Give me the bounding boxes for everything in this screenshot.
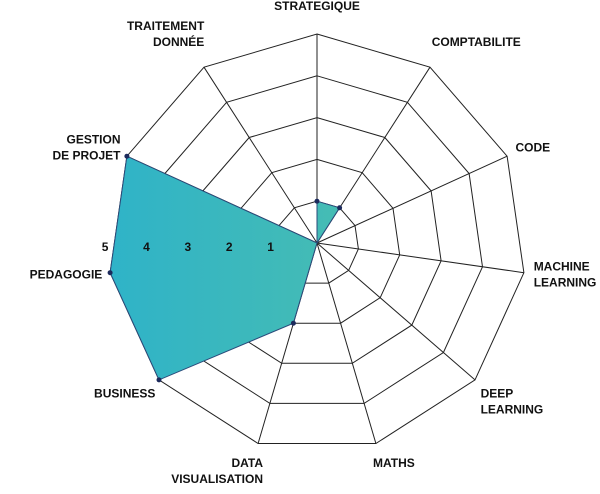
axis-label-1: COMPTABILITE [432,35,521,49]
data-series [107,153,343,383]
axis-label-line: LEARNING [534,275,597,289]
axis-label-7: BUSINESS [94,387,155,401]
axis-label-line: PEDAGOGIE [30,267,103,281]
data-point [290,320,296,326]
radial-tick-labels: 1 2 3 4 5 [102,240,275,254]
spoke-10 [203,66,318,244]
tick-label: 3 [185,240,192,254]
axis-label-9: GESTION DE PROJET [52,133,121,163]
axis-label-line: TRAITEMENT [127,19,205,33]
spoke-2 [316,155,508,244]
axis-label-line: DATA [231,456,263,470]
axis-label-3: MACHINE LEARNING [534,259,597,289]
axis-label-line: MATHS [373,456,415,470]
axis-label-2: CODE [516,141,551,155]
axis-label-line: DEEP [481,387,514,401]
axis-label-8: PEDAGOGIE [30,267,103,281]
axis-label-5: MATHS [373,456,415,470]
axis-label-line: COMPTABILITE [432,35,521,49]
axis-label-line: STRATEGIQUE [274,0,360,13]
axis-label-line: CODE [516,141,551,155]
radar-grid [109,33,525,444]
grid-ring-1 [275,200,359,284]
data-point [314,198,320,204]
axis-label-6: DATA VISUALISATION [171,456,263,486]
axis-label-line: GESTION [66,133,120,147]
axis-labels: VISIONSTRATEGIQUE COMPTABILITE CODE MACHINE… [30,0,597,486]
spoke-5 [316,242,377,444]
spoke-4 [316,242,476,381]
grid-ring-2 [233,158,401,324]
axis-label-4: DEEP LEARNING [481,387,544,417]
axis-label-line: DE PROJET [52,149,121,163]
grid-ring-5 [109,33,525,444]
tick-label: 4 [143,240,150,254]
tick-label: 2 [226,240,233,254]
axis-label-line: LEARNING [481,403,544,417]
grid-ring-4 [150,75,484,404]
data-point [337,205,343,211]
grid-ring-3 [192,117,442,364]
data-point [124,153,130,159]
axis-label-line: DONNÉE [153,34,204,49]
data-point [107,270,113,276]
tick-label: 5 [102,240,109,254]
axis-label-0: VISIONSTRATEGIQUE [274,0,360,13]
axis-label-line: BUSINESS [94,387,155,401]
spoke-3 [316,242,524,274]
axis-label-line: VISUALISATION [171,472,263,486]
data-point [156,377,162,383]
tick-label: 1 [267,240,274,254]
data-area [109,155,341,381]
axis-label-line: MACHINE [534,259,590,273]
